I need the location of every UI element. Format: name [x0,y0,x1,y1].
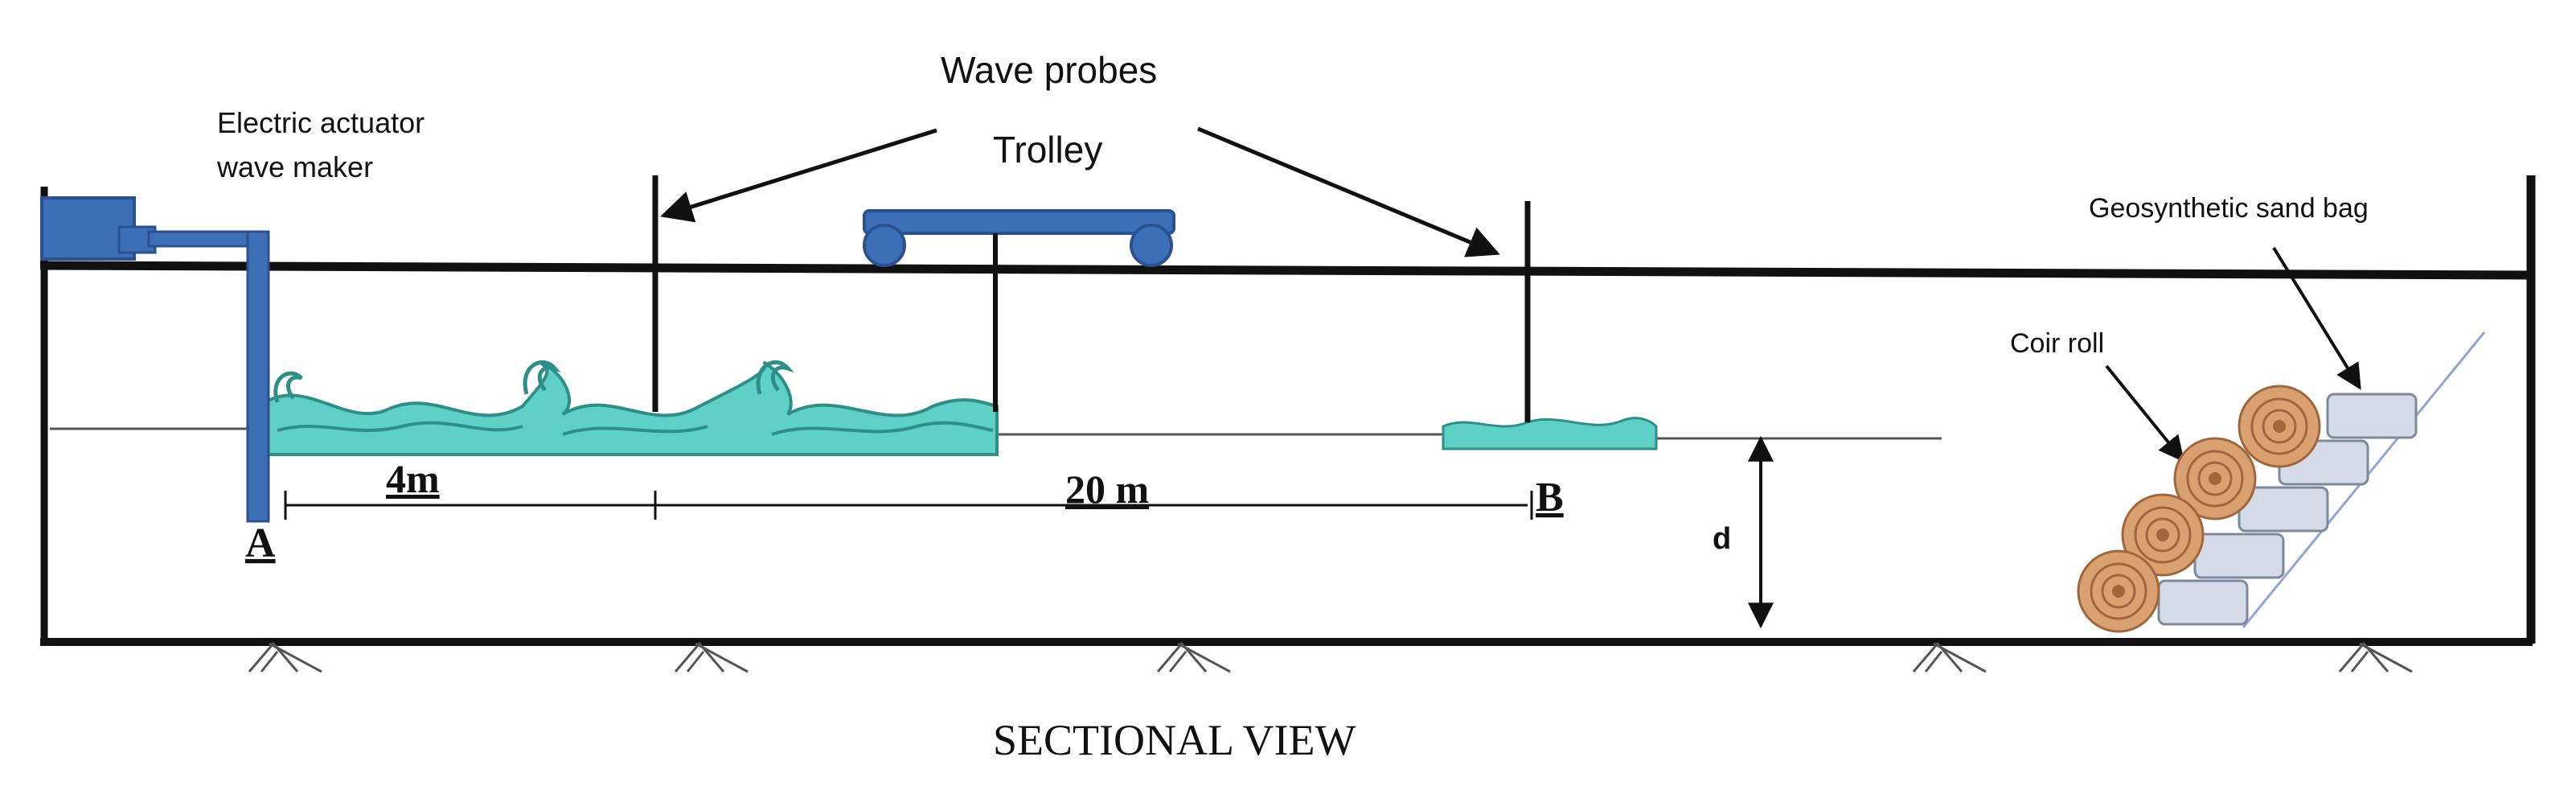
sand-bag [2326,393,2418,439]
flume-top-rail [39,261,2533,280]
pointer-arrows [660,126,2361,463]
label-wave-probes: Wave probes [941,49,1157,91]
trolley-platform [863,209,1175,235]
label-actuator-line1: Electric actuator [217,106,425,139]
label-coir-roll: Coir roll [2010,328,2104,359]
actuator-arm-horizontal [147,230,263,248]
label-actuator-line2: wave maker [216,150,373,183]
label-20m: 20 m [1065,467,1149,512]
wave-curl-3 [756,360,794,395]
coir-roll [2077,549,2160,633]
coir-roll [2173,437,2257,520]
wave-maker [40,196,270,523]
trolley [863,209,1175,412]
wave-curl-1 [273,371,303,403]
label-geosynthetic-sand-bag: Geosynthetic sand bag [2089,193,2369,224]
coir-roll [2238,385,2321,468]
support-symbol [674,641,749,673]
arrow-to-probe-2 [1197,126,1500,257]
sand-bag [2193,533,2285,579]
trolley-wheel-left [863,224,906,267]
water-patch-at-b [1442,417,1658,450]
label-trolley: Trolley [993,129,1102,171]
arrow-to-coir-roll [2105,364,2185,463]
caption-sectional-view: SECTIONAL VIEW [993,716,1356,764]
coastal-protection [2077,331,2486,633]
label-4m: 4m [386,456,440,501]
wave-probes [652,175,1531,422]
floor-supports [248,641,2413,673]
support-symbol [248,641,322,673]
flume-structure [39,175,2536,646]
support-symbol [2338,641,2413,673]
label-point-b: B [1536,475,1564,520]
support-symbol [1912,641,1987,673]
coir-roll [2121,493,2205,577]
arrow-to-sand-bag [2272,246,2361,390]
wave-crest-lines [277,421,994,436]
wave-paddle [246,230,270,523]
support-symbol [1156,641,1231,673]
water-fill [264,360,999,456]
label-depth-d: d [1713,522,1731,556]
wave-curl-2 [523,360,561,395]
still-water-level [50,427,1942,440]
label-point-a: A [245,520,276,566]
sand-bag [2157,579,2249,626]
arrow-to-probe-1 [660,128,937,223]
dimension-lines [284,435,1774,629]
wave-water-body [264,360,999,456]
trolley-wheel-right [1130,224,1173,267]
